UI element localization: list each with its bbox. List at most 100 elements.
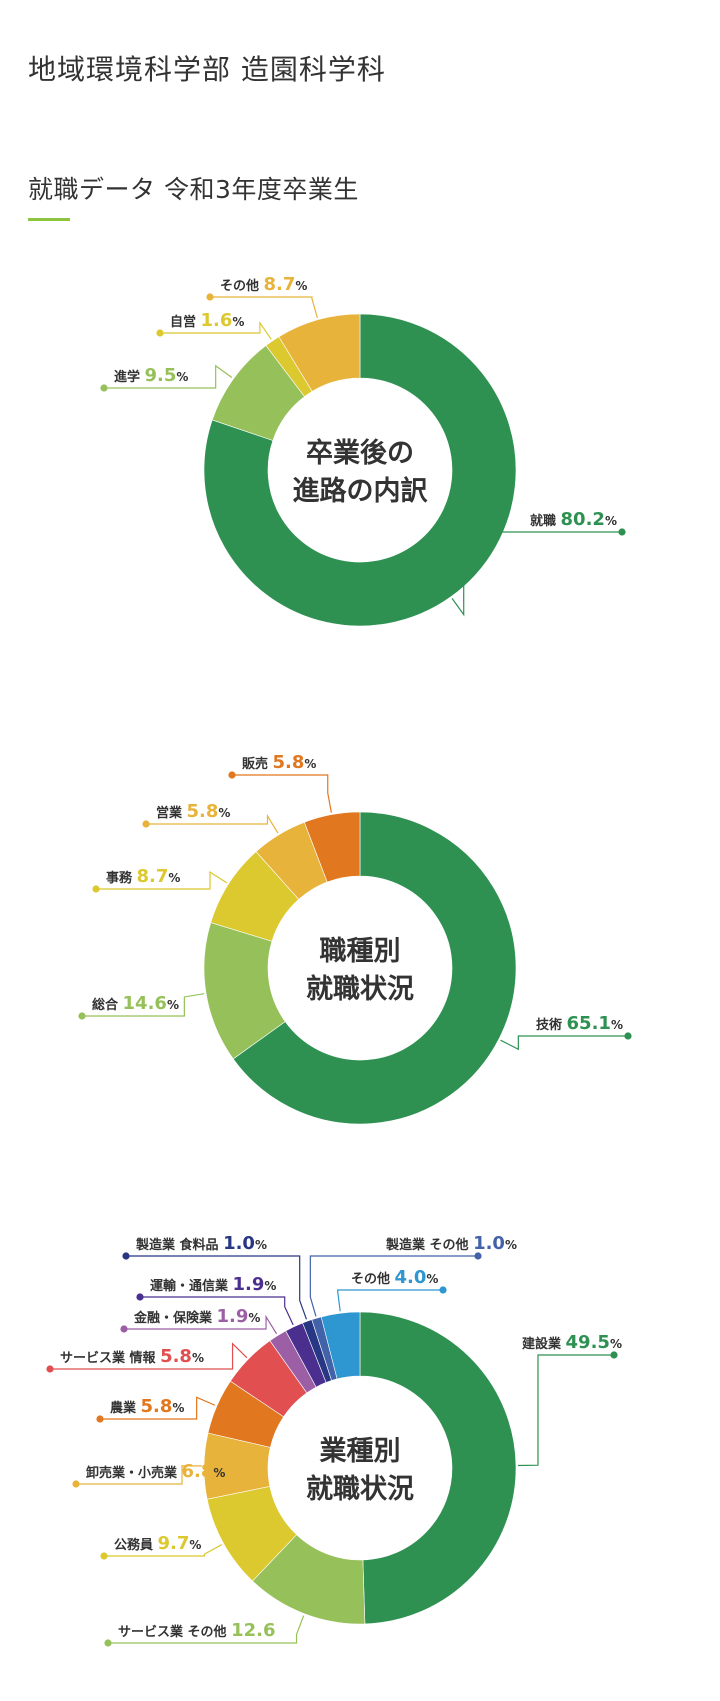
- slice-label-公務員: 公務員 9.7%: [114, 1533, 201, 1554]
- slice-name-text: 卸売業・小売業: [86, 1465, 182, 1481]
- leader-dot-公務員: [100, 1552, 108, 1560]
- slice-unit-text: %: [605, 514, 617, 528]
- slice-unit-text: %: [248, 1311, 260, 1325]
- slice-value-text: 5.8: [160, 1346, 192, 1367]
- leader-line-営業: [146, 813, 279, 834]
- slice-その他: [278, 313, 361, 392]
- leader-dot-金融・保険業: [120, 1325, 128, 1333]
- slice-label-販売: 販売 5.8%: [242, 752, 316, 773]
- slice-name-text: 公務員: [114, 1537, 158, 1553]
- leader-dot-自営: [156, 329, 164, 337]
- leader-line-販売: [232, 774, 332, 813]
- section-title: 就職データ 令和3年度卒業生: [28, 175, 359, 204]
- slice-unit-text: %: [611, 1018, 623, 1032]
- leader-line-運輸・通信業: [140, 1296, 294, 1326]
- leader-dot-販売: [228, 771, 236, 779]
- slice-name-text: 進学: [114, 369, 145, 385]
- slice-unit-text: %: [426, 1272, 438, 1286]
- slice-value-text: 5.8: [141, 1396, 173, 1417]
- slice-unit-text: %: [213, 1466, 225, 1480]
- slice-label-金融・保険業: 金融・保険業 1.9%: [133, 1306, 260, 1327]
- slice-label-その他: その他 4.0%: [351, 1267, 438, 1288]
- slice-unit-text: %: [264, 1279, 276, 1293]
- slice-name-text: サービス業 情報: [60, 1350, 160, 1366]
- leader-line-その他: [210, 296, 318, 319]
- donut-center-label: 業種別: [320, 1436, 401, 1467]
- slice-label-建設業: 建設業 49.5%: [522, 1332, 622, 1353]
- slice-unit-text: %: [255, 1238, 267, 1252]
- slice-name-text: 技術: [536, 1017, 567, 1033]
- slice-value-text: 49.5: [566, 1332, 610, 1353]
- leader-dot-事務: [92, 885, 100, 893]
- slice-label-就職: 就職 80.2%: [530, 509, 617, 530]
- slice-name-text: 就職: [530, 513, 561, 529]
- slice-unit-text: %: [192, 1351, 204, 1365]
- leader-dot-製造業 食料品: [122, 1252, 130, 1260]
- slice-label-農業: 農業 5.8%: [110, 1396, 184, 1417]
- leader-dot-その他: [206, 293, 214, 301]
- slice-value-text: 8.7: [137, 866, 169, 887]
- slice-name-text: 製造業 その他: [385, 1237, 473, 1253]
- slice-name-text: 製造業 食料品: [135, 1237, 223, 1253]
- slice-unit-text: %: [176, 370, 188, 384]
- leader-line-製造業 食料品: [126, 1255, 308, 1320]
- leader-line-進学: [104, 364, 233, 389]
- leader-line-サービス業 その他: [108, 1615, 305, 1644]
- leader-line-総合: [82, 993, 205, 1017]
- slice-unit-text: %: [505, 1238, 517, 1252]
- slice-label-その他: その他 8.7%: [220, 274, 307, 295]
- slice-unit-text: %: [610, 1337, 622, 1351]
- leader-line-建設業: [517, 1354, 614, 1467]
- slice-label-技術: 技術 65.1%: [536, 1013, 623, 1034]
- slice-unit-text: %: [189, 1538, 201, 1552]
- leader-dot-技術: [624, 1032, 632, 1040]
- leader-dot-卸売業・小売業: [72, 1480, 80, 1488]
- slice-その他: [320, 1311, 361, 1380]
- slice-販売: [304, 811, 361, 883]
- donut-center-label: 卒業後の: [306, 437, 414, 469]
- leader-line-公務員: [104, 1544, 223, 1557]
- slice-label-事務: 事務 8.7%: [106, 866, 180, 887]
- leader-line-技術: [500, 1035, 628, 1051]
- slice-name-text: その他: [351, 1271, 395, 1287]
- slice-unit-text: %: [295, 279, 307, 293]
- slice-value-text: 1.9: [233, 1274, 265, 1295]
- slice-name-text: サービス業 その他: [118, 1624, 231, 1640]
- slice-value-text: 9.7: [158, 1533, 190, 1554]
- leader-dot-製造業 その他: [474, 1252, 482, 1260]
- slice-label-製造業 食料品: 製造業 食料品 1.0%: [135, 1233, 267, 1254]
- leader-line-卸売業・小売業: [76, 1465, 203, 1485]
- slice-unit-text: %: [168, 871, 180, 885]
- donut-center-label: 職種別: [320, 936, 401, 967]
- slice-unit-text: %: [172, 1401, 184, 1415]
- leader-dot-運輸・通信業: [136, 1293, 144, 1301]
- slice-name-text: 農業: [110, 1400, 141, 1416]
- leader-line-事務: [96, 871, 228, 890]
- slice-value-text: 4.0: [395, 1267, 427, 1288]
- slice-name-text: その他: [220, 278, 264, 294]
- slice-就職: [203, 313, 517, 627]
- slice-name-text: 自営: [170, 314, 201, 330]
- leader-dot-サービス業 その他: [104, 1639, 112, 1647]
- leader-line-その他: [337, 1289, 443, 1312]
- leader-dot-農業: [96, 1415, 104, 1423]
- slice-name-text: 建設業: [522, 1336, 566, 1352]
- slice-value-text: 5.8: [273, 752, 305, 773]
- slice-value-text: 1.0: [473, 1233, 505, 1254]
- slice-unit-text: %: [167, 998, 179, 1012]
- leader-dot-建設業: [610, 1351, 618, 1359]
- slice-label-サービス業 その他: サービス業 その他 12.6: [118, 1620, 275, 1641]
- leader-dot-進学: [100, 384, 108, 392]
- slice-技術: [232, 811, 517, 1125]
- slice-name-text: 事務: [106, 870, 137, 886]
- leader-line-農業: [100, 1396, 216, 1420]
- slice-name-text: 総合: [92, 997, 123, 1013]
- slice-value-text: 1.0: [223, 1233, 255, 1254]
- slice-value-text: 5.8: [187, 801, 219, 822]
- leader-line-就職: [451, 531, 622, 617]
- donut-center-label: 就職状況: [306, 974, 414, 1005]
- slice-label-総合: 総合 14.6%: [92, 993, 179, 1014]
- slice-unit-text: %: [218, 806, 230, 820]
